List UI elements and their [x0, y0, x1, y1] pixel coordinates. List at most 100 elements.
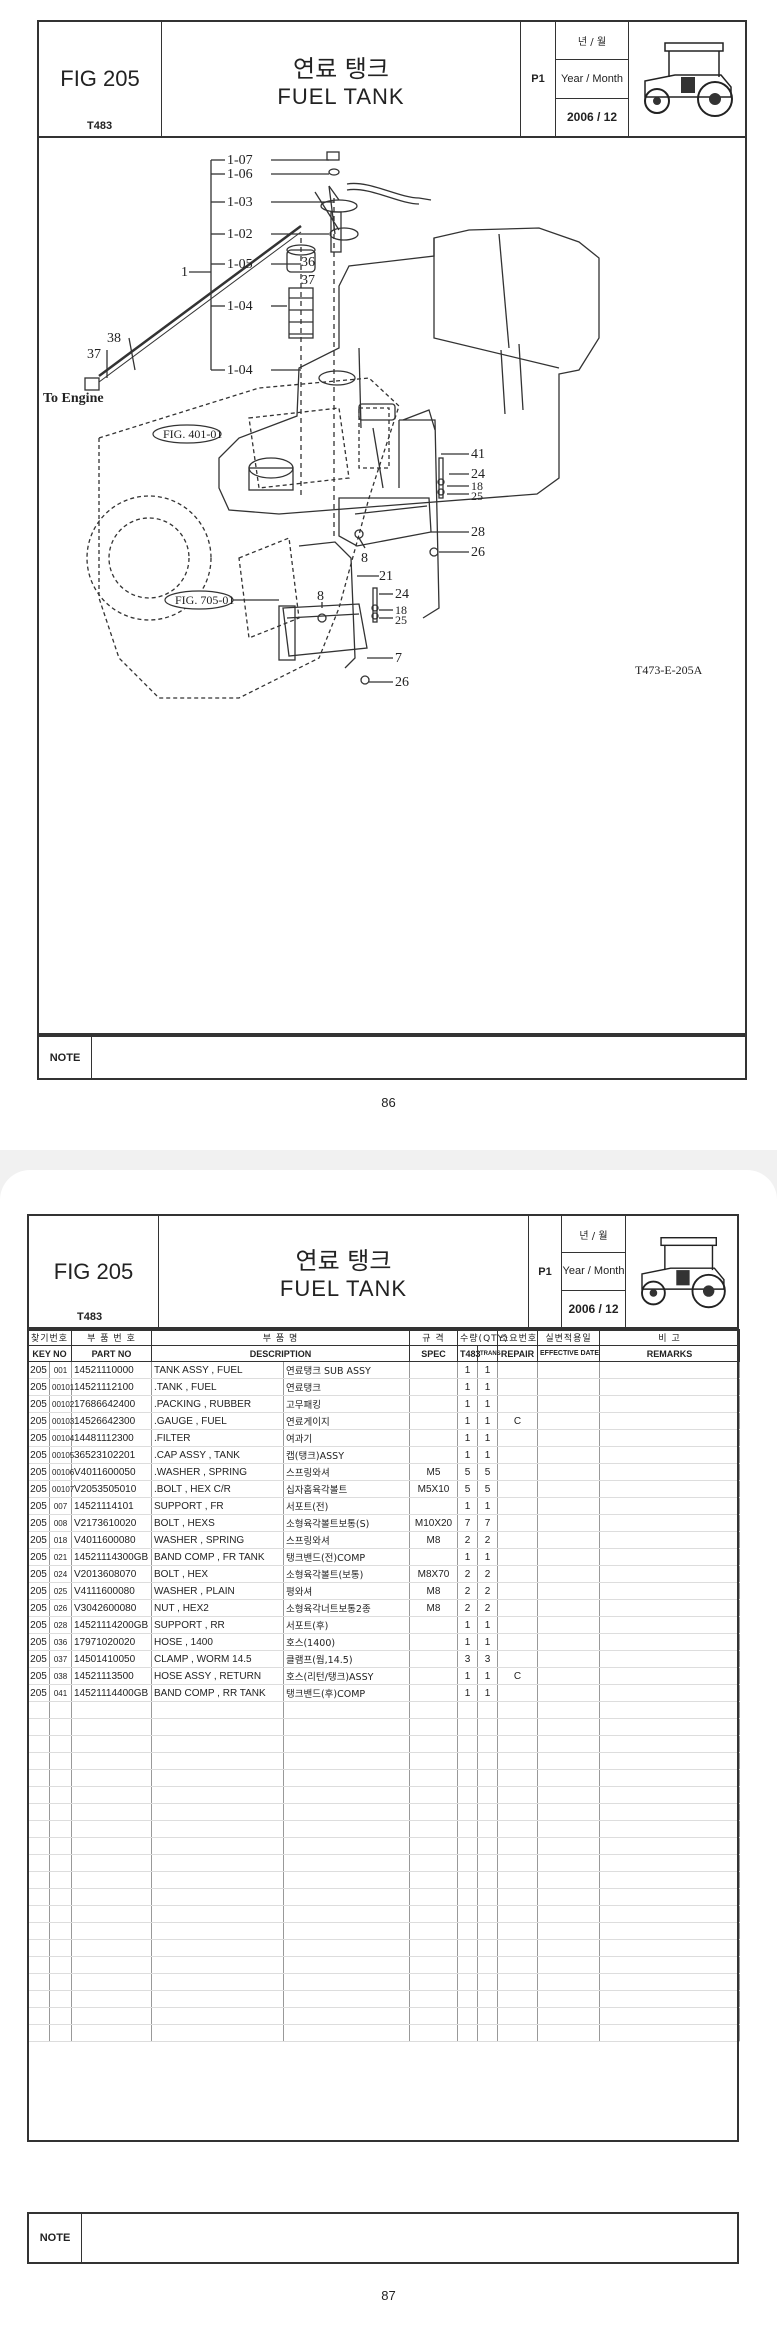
cell-q2: 5	[476, 1480, 499, 1498]
cell-empty	[537, 1820, 601, 1838]
cell-empty	[599, 1752, 741, 1770]
year-month-ko: 년 / 월	[577, 37, 607, 49]
cell-q1: 2	[457, 1599, 478, 1617]
cell-empty	[537, 1718, 601, 1736]
cell-empty	[283, 1973, 410, 1991]
cell-empty	[27, 1769, 50, 1787]
cell-part: 36523102201	[71, 1446, 152, 1464]
cell-fig: 205	[27, 1650, 50, 1668]
cell-empty	[49, 1837, 72, 1855]
cell-empty	[457, 1854, 478, 1872]
cell-desc: TANK ASSY , FUEL	[151, 1361, 284, 1379]
cell-empty	[71, 1922, 152, 1940]
cell-empty	[283, 1803, 410, 1821]
table-row-empty	[27, 1939, 741, 1957]
model-code: T483	[87, 120, 113, 132]
cell-empty	[283, 1718, 410, 1736]
th-spec-ko: 규 격	[409, 1329, 458, 1346]
cell-empty	[151, 1820, 284, 1838]
cell-empty	[49, 1735, 72, 1753]
cell-empty	[49, 1854, 72, 1872]
cell-key: 021	[49, 1548, 72, 1566]
svg-text:FIG. 705-01: FIG. 705-01	[175, 593, 234, 607]
cell-q1: 2	[457, 1582, 478, 1600]
cell-empty	[599, 1786, 741, 1804]
cell-empty	[599, 1565, 741, 1583]
year-month-cell: 년 / 월 Year / Month 2006 / 12	[556, 22, 629, 136]
cell-empty	[497, 1905, 539, 1923]
fig-ref-705[interactable]: FIG. 705-01	[164, 590, 234, 610]
cell-empty	[27, 1905, 50, 1923]
cell-empty	[27, 1888, 50, 1906]
callout-7: 7	[395, 651, 402, 666]
th-qty-sub: TRANS	[476, 1345, 501, 1362]
cell-spec: M8	[409, 1599, 458, 1617]
cell-empty	[283, 1854, 410, 1872]
fig-ref-401[interactable]: FIG. 401-01	[152, 424, 222, 444]
cell-empty	[49, 1701, 72, 1719]
cell-empty	[537, 1633, 601, 1651]
th-remarks-ko: 비 고	[599, 1329, 741, 1346]
cell-ko: 소형육각볼트보통(S)	[283, 1514, 410, 1532]
cell-empty	[497, 1820, 539, 1838]
cell-q1: 1	[457, 1395, 478, 1413]
cell-empty	[27, 1837, 50, 1855]
cell-part: 14521114400GB	[71, 1684, 152, 1702]
cell-ko: 탱크밴드(전)COMP	[283, 1548, 410, 1566]
cell-fig: 205	[27, 1480, 50, 1498]
cell-empty	[49, 1888, 72, 1906]
cell-empty	[497, 2024, 539, 2042]
cell-empty	[27, 1820, 50, 1838]
cell-part: V2173610020	[71, 1514, 152, 1532]
cell-empty	[457, 2024, 478, 2042]
cell-spec: M8	[409, 1531, 458, 1549]
cell-empty	[27, 1803, 50, 1821]
cell-empty	[599, 1633, 741, 1651]
cell-empty	[151, 2007, 284, 2025]
cell-empty	[151, 1888, 284, 1906]
cell-empty	[497, 1701, 539, 1719]
cell-part: 17971020020	[71, 1633, 152, 1651]
cell-ko: 고무패킹	[283, 1395, 410, 1413]
cell-empty	[476, 2007, 499, 2025]
cell-empty	[599, 1854, 741, 1872]
cell-rep	[497, 1361, 539, 1379]
cell-empty	[537, 1803, 601, 1821]
table-row-empty	[27, 1871, 741, 1889]
cell-q2: 1	[476, 1361, 499, 1379]
title-cell: 연료 탱크 FUEL TANK	[162, 22, 521, 136]
cell-q2: 5	[476, 1463, 499, 1481]
cell-empty	[457, 1820, 478, 1838]
callout-25-b: 25	[395, 613, 407, 627]
cell-fig: 205	[27, 1684, 50, 1702]
cell-part: 14521114300GB	[71, 1548, 152, 1566]
cell-desc: BAND COMP , RR TANK	[151, 1684, 284, 1702]
cell-q1: 2	[457, 1531, 478, 1549]
cell-key: 00102	[49, 1395, 74, 1413]
cell-empty	[599, 1616, 741, 1634]
page-label: P1	[531, 73, 545, 85]
cell-empty	[71, 1854, 152, 1872]
cell-empty	[71, 1735, 152, 1753]
cell-empty	[409, 1990, 458, 2008]
